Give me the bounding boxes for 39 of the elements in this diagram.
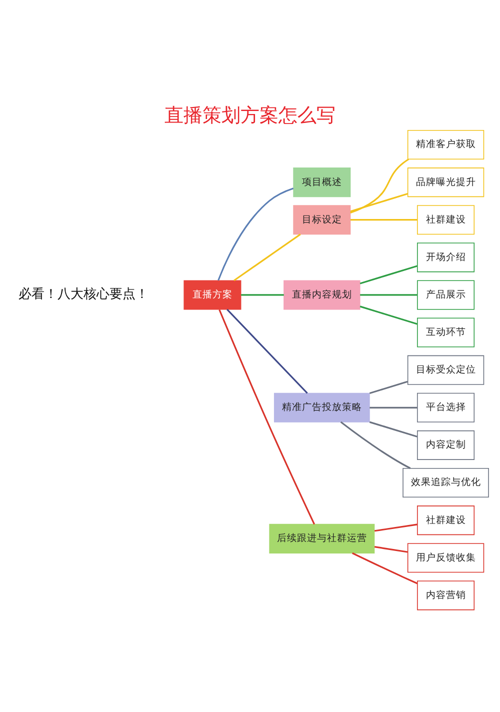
node-box: 效果追踪与优化 — [402, 467, 489, 498]
connector — [241, 294, 284, 296]
node-box: 产品展示 — [417, 280, 475, 310]
connector — [369, 380, 408, 394]
node-box: 后续跟进与社群运营 — [269, 523, 375, 553]
node-box: 精准广告投放策略 — [274, 392, 370, 422]
connector — [350, 218, 418, 220]
connector — [374, 523, 418, 532]
node-box: 目标设定 — [293, 204, 351, 234]
connector — [350, 192, 408, 212]
node-box: 精准客户获取 — [407, 129, 484, 160]
diagram-title: 直播策划方案怎么写 — [164, 103, 336, 126]
node-box: 社群建设 — [417, 204, 475, 234]
node-box: 品牌曝光提升 — [407, 167, 484, 197]
connector — [370, 406, 418, 408]
node-box: 平台选择 — [417, 392, 475, 422]
node-box: 直播方案 — [184, 280, 242, 310]
connector — [234, 233, 301, 281]
connector — [352, 552, 418, 584]
node-box: 互动环节 — [417, 317, 475, 347]
node-box: 开场介绍 — [417, 242, 475, 272]
node-box: 内容定制 — [417, 430, 475, 460]
connector — [340, 420, 411, 468]
connector — [218, 308, 316, 524]
node-box: 项目概述 — [293, 167, 351, 197]
connector — [360, 305, 418, 324]
connector — [360, 264, 418, 284]
label: 必看！八大核心要点！ — [18, 286, 148, 302]
node-box: 直播内容规划 — [284, 280, 360, 310]
node-box: 内容营销 — [417, 580, 475, 610]
connector — [369, 420, 418, 437]
connector — [226, 308, 308, 394]
connector — [360, 294, 418, 296]
node-box: 社群建设 — [417, 505, 475, 535]
connector — [374, 546, 408, 552]
connector — [350, 158, 410, 214]
node-box: 用户反馈收集 — [407, 542, 484, 572]
node-box: 目标受众定位 — [407, 354, 484, 384]
connector — [218, 187, 294, 280]
